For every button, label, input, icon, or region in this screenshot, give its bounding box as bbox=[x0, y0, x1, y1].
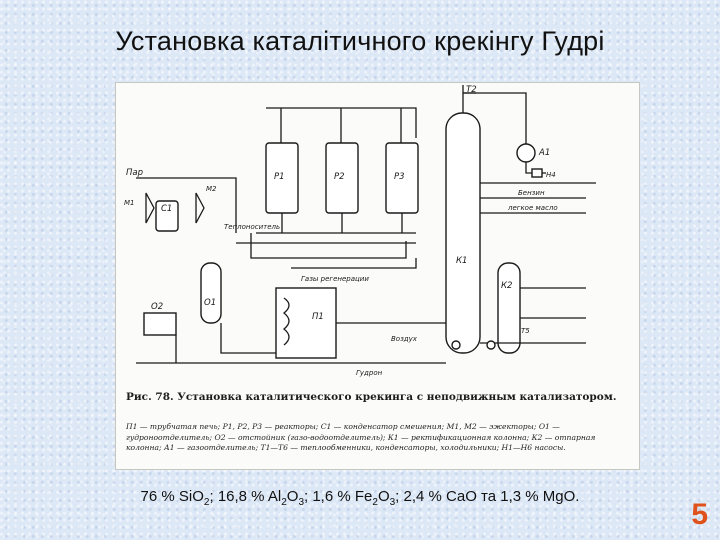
label-m1: М1 bbox=[124, 199, 135, 207]
label-t5: Т5 bbox=[521, 327, 530, 335]
figure-caption-body: П1 — трубчатая печь; Р1, Р2, Р3 — реакто… bbox=[126, 422, 596, 452]
column-k2 bbox=[497, 262, 521, 354]
label-p1: П1 bbox=[312, 312, 324, 322]
label-n4: Н4 bbox=[546, 171, 556, 179]
figure-caption-title: Рис. 78. Установка каталитического креки… bbox=[126, 391, 617, 403]
heat-carrier-loop bbox=[236, 233, 416, 259]
page-number: 5 bbox=[691, 498, 708, 531]
product-lines bbox=[480, 182, 596, 319]
reactor-outlets bbox=[256, 213, 416, 234]
regeneration-gas-line bbox=[291, 258, 417, 269]
composition-sub: 3 bbox=[389, 497, 396, 508]
ejector-m1 bbox=[145, 192, 205, 224]
pump-n4 bbox=[531, 168, 543, 178]
label-tar: Гудрон bbox=[356, 369, 383, 377]
bottom-piping bbox=[136, 322, 586, 364]
header-pipe bbox=[266, 107, 417, 143]
label-regeneration-gas: Газы регенерации bbox=[301, 275, 369, 283]
label-o1: О1 bbox=[204, 298, 216, 308]
label-air: Воздух bbox=[391, 335, 418, 343]
composition-part: ; 16,8 % Al bbox=[209, 488, 282, 505]
label-t2: Т2 bbox=[466, 85, 477, 95]
composition-part: 76 % SiO bbox=[140, 488, 204, 505]
label-k2: К2 bbox=[501, 281, 512, 291]
label-a1: А1 bbox=[538, 148, 550, 158]
composition-sub: 2 bbox=[203, 497, 210, 508]
steam-line bbox=[136, 177, 237, 233]
label-m2: М2 bbox=[206, 185, 217, 193]
gas-separator-a1 bbox=[516, 143, 536, 163]
process-diagram-figure: Р1 Р2 Р3 К1 К2 О1 О2 П1 С1 М1 М2 А1 Н4 П… bbox=[115, 82, 640, 470]
composition-part: O bbox=[377, 488, 390, 505]
condenser-c1 bbox=[155, 200, 179, 232]
settler-o2 bbox=[143, 312, 177, 336]
label-gasoline: Бензин bbox=[518, 189, 545, 197]
pump-bottom-1 bbox=[451, 340, 461, 350]
slide-title: Установка каталітичного крекінгу Гудрі bbox=[115, 26, 605, 56]
furnace-coil bbox=[282, 297, 290, 346]
composition-part: ; 1,6 % Fe bbox=[304, 488, 373, 505]
catalyst-composition: 76 % SiO2; 16,8 % Al2O3; 1,6 % Fe2O3; 2,… bbox=[0, 488, 720, 508]
label-r3: Р3 bbox=[394, 172, 405, 182]
label-k1: К1 bbox=[456, 256, 467, 266]
composition-part: O bbox=[286, 488, 299, 505]
label-r1: Р1 bbox=[274, 172, 285, 182]
process-flow-diagram: Р1 Р2 Р3 К1 К2 О1 О2 П1 С1 М1 М2 А1 Н4 П… bbox=[124, 85, 596, 377]
composition-sub: 2 bbox=[372, 497, 378, 508]
column-k1 bbox=[445, 112, 481, 354]
pump-bottom-2 bbox=[486, 340, 496, 350]
composition-sub: 2 bbox=[281, 497, 287, 508]
label-c1: С1 bbox=[161, 204, 172, 214]
composition-part: ; 2,4 % CaO та 1,3 % MgO. bbox=[395, 488, 580, 505]
label-o2: О2 bbox=[151, 302, 163, 312]
label-heat-carrier: Теплоноситель bbox=[224, 223, 280, 231]
label-steam: Пар bbox=[126, 168, 143, 178]
label-r2: Р2 bbox=[334, 172, 345, 182]
label-light-oil: легкое масло bbox=[507, 204, 558, 212]
composition-sub: 3 bbox=[298, 497, 304, 508]
tar-separator-o1 bbox=[200, 262, 222, 324]
